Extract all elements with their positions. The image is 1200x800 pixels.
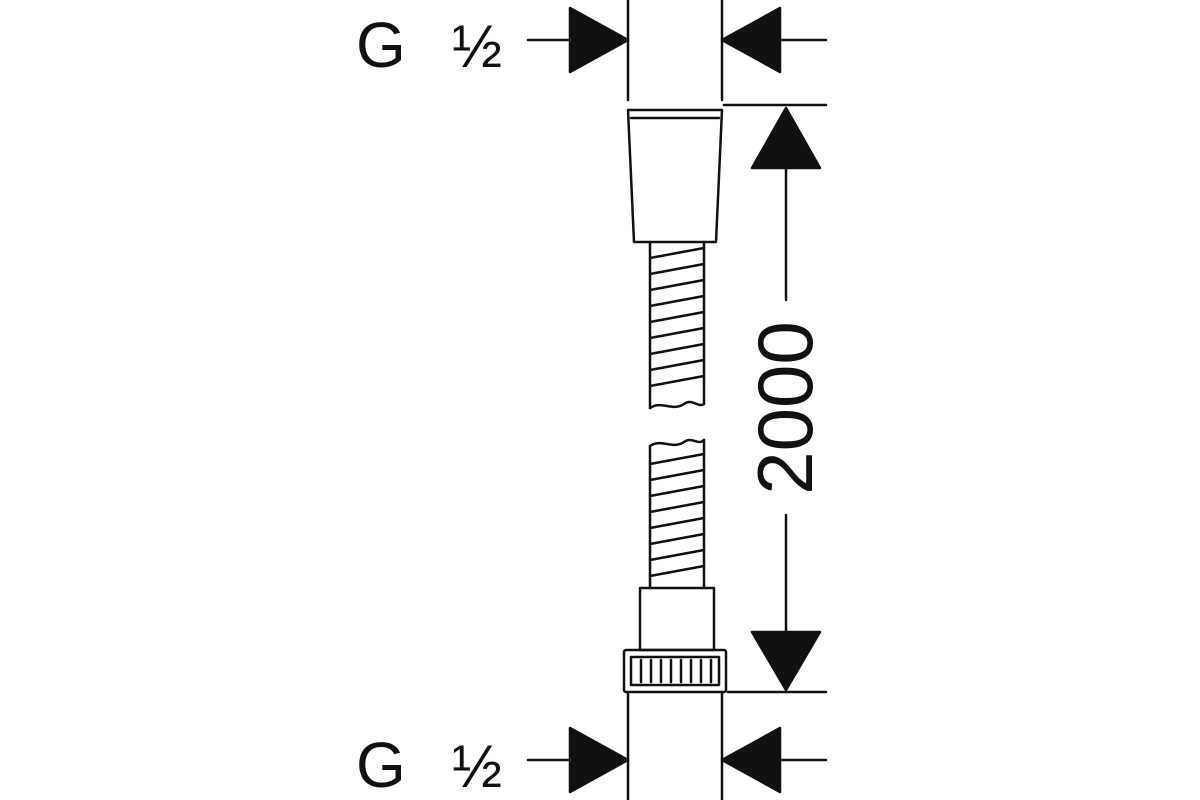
bottom-fitting — [622, 586, 828, 694]
bottom-thread-label: G — [356, 729, 406, 800]
bottom-thread-fraction: ½ — [452, 733, 502, 800]
hose-winding — [648, 374, 706, 388]
hose-winding — [648, 262, 706, 276]
bottom-knurled-nut — [622, 648, 728, 694]
length-value-label: 2000 — [741, 321, 829, 495]
hose-winding — [648, 326, 706, 340]
upper-hose-windings — [648, 246, 706, 388]
hose-winding — [648, 564, 706, 578]
hose-winding — [648, 468, 706, 482]
top-thread-label: G — [356, 9, 406, 81]
bottom-thread-dimension — [526, 690, 828, 800]
knurl-band — [629, 655, 721, 687]
upper-break-line — [648, 400, 706, 410]
hose-winding — [648, 294, 706, 308]
hose-winding — [648, 246, 706, 260]
hose-winding — [648, 516, 706, 530]
hose-winding — [648, 342, 706, 356]
lower-hose-segment — [648, 438, 706, 590]
hose-winding — [648, 532, 706, 546]
lower-hose-windings — [648, 452, 706, 578]
hose-winding — [648, 278, 706, 292]
length-arrow-down — [750, 630, 822, 692]
upper-hose-segment — [648, 240, 706, 410]
top-fitting — [626, 103, 828, 244]
hose-winding — [648, 310, 706, 324]
hose-winding — [648, 548, 706, 562]
hose-winding — [648, 484, 706, 498]
top-thread-dimension — [526, 0, 828, 102]
top-cone-nut — [626, 108, 724, 244]
hose-winding — [648, 452, 706, 466]
lower-break-line — [648, 438, 706, 448]
top-thread-fraction: ½ — [452, 13, 502, 80]
knurl-grooves — [639, 658, 713, 684]
hose-winding — [648, 500, 706, 514]
top-arrow-right — [568, 6, 630, 74]
length-dimension — [750, 106, 822, 692]
hose-winding — [648, 358, 706, 372]
bottom-arrow-right — [568, 726, 630, 794]
